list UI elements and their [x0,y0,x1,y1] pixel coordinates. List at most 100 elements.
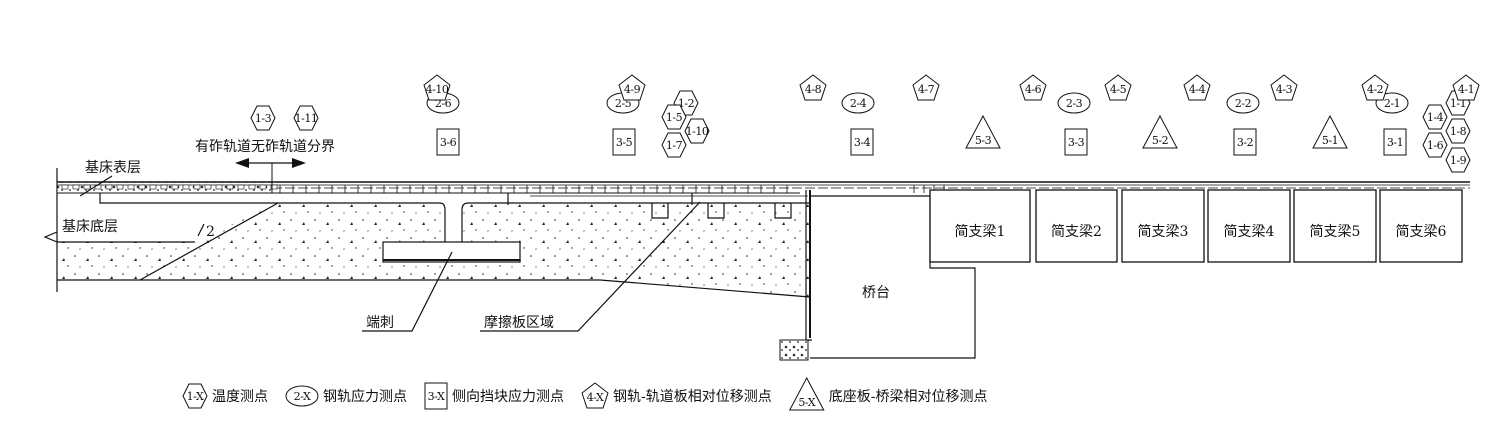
marker-3-1: 3-1 [1383,128,1407,156]
abutment-outline [810,195,976,359]
beam-outline [1293,189,1377,263]
marker-label: 4-6 [1025,83,1042,96]
marker-label: 2-4 [850,97,867,110]
beam-3: 简支梁3 [1121,189,1205,263]
legend-label: 侧向挡块应力测点 [452,388,564,405]
legend-symbol-hexagon: 1-X [182,383,208,409]
legend-symbol-triangle: 5-X [788,376,825,411]
triangle-shape [788,376,825,411]
marker-1-7: 1-7 [661,132,687,158]
marker-label: 3-4 [854,136,871,149]
beam-outline [1121,189,1205,263]
end-spike-leader [362,251,453,332]
marker-2-3: 2-3 [1057,92,1091,114]
marker-4-4: 4-4 [1183,74,1211,101]
beam-label: 简支梁6 [1396,223,1447,240]
pentagon-shape [1270,74,1298,101]
marker-label: 4-X [587,391,604,404]
legend-symbol-square: 3-X [424,382,448,410]
beam-label: 简支梁1 [955,223,1006,240]
subgrade-bottom-label: 基床底层 [62,218,118,235]
beam-outline [1207,189,1291,263]
sleeper [259,184,267,190]
marker-label: 3-1 [1387,136,1403,149]
marker-4-7: 4-7 [912,74,940,101]
sleeper [116,184,124,190]
ellipse-shape [1226,92,1260,114]
subgrade: 2 [43,168,811,298]
marker-label: 1-7 [666,139,683,152]
marker-label: 4-2 [1367,83,1383,96]
marker-label: 3-6 [440,136,457,149]
legend-label: 温度测点 [212,389,268,405]
marker-2-4: 2-4 [841,92,875,114]
sleeper [270,184,278,190]
marker-1-4: 1-4 [1422,104,1448,130]
marker-label: 4-8 [805,83,822,96]
hexagon-shape [250,105,276,131]
slope-tick [197,223,205,237]
marker-1-10: 1-10 [684,118,710,144]
square-shape [612,128,636,156]
subgrade-surface-label: 基床表层 [85,159,141,176]
beam-outline [1379,189,1463,263]
beam-6: 简支梁6 [1379,189,1463,263]
marker-label: 4-5 [1110,83,1127,96]
marker-1-8: 1-8 [1445,118,1471,144]
marker-label: 1-4 [1427,111,1444,124]
bridge-abutment: 桥台 [779,190,976,361]
marker-3-4: 3-4 [850,128,874,156]
hexagon-shape [661,104,687,130]
marker-label: 4-4 [1189,83,1206,96]
triangle-shape [965,114,1001,149]
marker-label: 4-1 [1458,83,1474,96]
marker-3-3: 3-3 [1064,128,1088,156]
marker-label: 5-3 [975,134,992,147]
base-bottom-line [57,279,811,298]
marker-label: 3-5 [616,136,633,149]
ellipse-shape [285,385,319,407]
marker-5-3: 5-3 [965,114,1001,149]
marker-1-9: 1-9 [1445,147,1471,173]
hexagon-shape [1445,147,1471,173]
hexagon-shape [1445,118,1471,144]
marker-label: 1-9 [1450,154,1467,167]
sleeper [72,184,80,190]
anchor-bolts [507,193,693,205]
beam-label: 简支梁5 [1310,223,1361,240]
sleeper [105,184,113,190]
pentagon-shape [912,74,940,101]
hexagon-shape [1422,132,1448,158]
friction-plate-notches [651,203,792,219]
sleeper [215,184,223,190]
sleeper [237,184,245,190]
end-spike-label: 端刺 [366,315,394,331]
marker-4-6: 4-6 [1019,74,1047,101]
marker-4-9: 4-9 [618,74,646,101]
beam-label: 简支梁4 [1224,223,1275,240]
beam-label: 简支梁2 [1051,223,1102,240]
beam-5: 简支梁5 [1293,189,1377,263]
marker-1-6: 1-6 [1422,132,1448,158]
beam-2: 简支梁2 [1035,189,1118,263]
sleeper [171,184,179,190]
ellipse-shape [1057,92,1091,114]
square-shape [436,128,460,156]
slope-ratio: 2 [206,224,215,240]
marker-label: 2-3 [1066,97,1083,110]
legend-label: 钢轨-轨道板相对位移测点 [613,389,772,405]
triangle-shape [1142,114,1178,149]
marker-label: 4-9 [624,83,641,96]
legend-symbol-pentagon: 4-X [581,382,609,409]
hexagon-shape [661,132,687,158]
marker-label: 1-6 [1427,139,1444,152]
marker-4-3: 4-3 [1270,74,1298,101]
marker-1-3: 1-3 [250,105,276,131]
sleepers [61,184,945,193]
beam-outline [929,189,1031,263]
hexagon-shape [1422,104,1448,130]
marker-3-6: 3-6 [436,128,460,156]
